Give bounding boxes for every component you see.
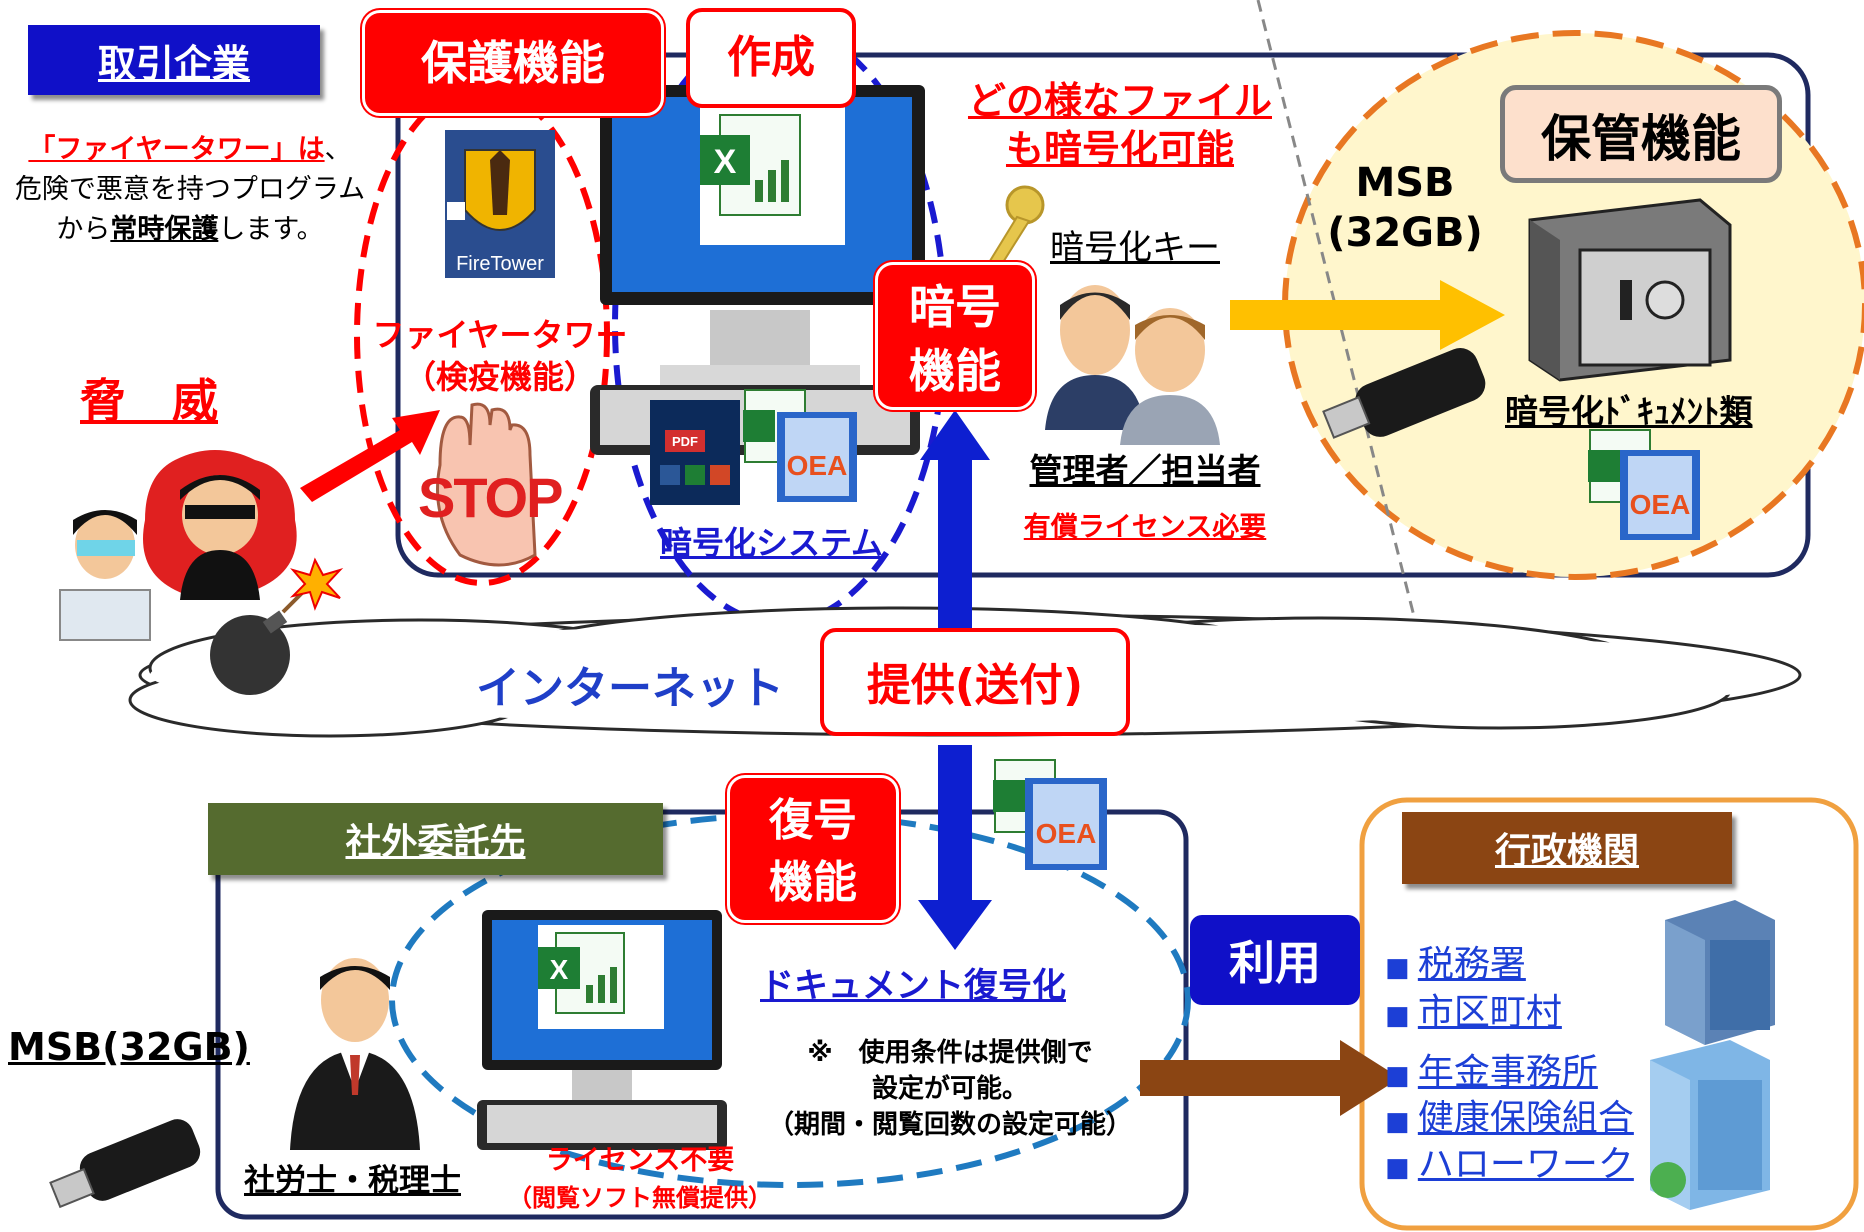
- government-text: 行政機関: [1494, 831, 1639, 872]
- safe-icon: [1528, 198, 1732, 382]
- government-item-label[interactable]: 健康保険組合: [1417, 1098, 1634, 1139]
- any-file-line1: どの様なファイル: [967, 79, 1272, 123]
- government-item-label[interactable]: ハローワーク: [1417, 1144, 1634, 1185]
- firetower-description: 「ファイヤータワー」は、 危険で悪意を持つプログラム から常時保護します。: [0, 130, 380, 250]
- building-icon: [1665, 900, 1775, 1045]
- use-text: 利用: [1229, 936, 1321, 990]
- no-license-line2: （閲覧ソフト無償提供）: [508, 1184, 772, 1212]
- firetower-desc-end: します。: [218, 214, 324, 245]
- encryption-func-line1: 暗号: [909, 280, 1001, 334]
- government-item[interactable]: ■ ハローワーク: [1385, 1144, 1634, 1185]
- key-icon: [983, 185, 1045, 277]
- outsource-text: 社外委託先: [345, 822, 526, 863]
- provide-double-arrow: [918, 410, 992, 950]
- government-label: 行政機関: [1402, 812, 1732, 884]
- svg-text:FireTower: FireTower: [456, 253, 544, 275]
- firetower-desc-line2: 危険で悪意を持つプログラム: [14, 174, 366, 205]
- people-icon: [1045, 285, 1220, 445]
- admin-label: 管理者／担当者: [1029, 451, 1261, 490]
- storage-arrow: [1230, 280, 1505, 350]
- excel-icon: X: [700, 105, 845, 245]
- note-line1: ※ 使用条件は提供側で: [807, 1038, 1093, 1068]
- encrypted-docs-label: 暗号化ﾄﾞｷｭﾒﾝﾄ類: [1505, 392, 1753, 431]
- internet-label: インターネット: [476, 663, 784, 714]
- create-label: 作成: [686, 8, 856, 108]
- government-item[interactable]: ■ 税務署: [1385, 944, 1526, 985]
- firetower-icon: FireTower: [445, 130, 555, 278]
- usb-icon: [49, 1119, 201, 1209]
- decrypt-function-label: 復号 機能: [727, 775, 899, 923]
- excel-icon: X: [538, 925, 664, 1029]
- outsource-label: 社外委託先: [208, 803, 663, 875]
- svg-text:OEA: OEA: [787, 450, 848, 481]
- svg-text:X: X: [714, 143, 737, 181]
- svg-text:PDF: PDF: [672, 434, 698, 449]
- partner-company-label: 取引企業: [28, 25, 320, 95]
- note-line3: （期間・閲覧回数の設定可能）: [767, 1110, 1132, 1140]
- svg-text:OEA: OEA: [1036, 818, 1097, 849]
- storage-label: 保管機能: [1500, 85, 1782, 183]
- protection-label: 保護機能: [362, 10, 664, 116]
- government-item[interactable]: ■ 健康保険組合: [1385, 1098, 1634, 1139]
- firetower-desc-always: 常時保護: [110, 214, 219, 245]
- stop-hand-icon: [436, 402, 537, 567]
- firetower-label-line2: （検疫機能）: [403, 358, 596, 396]
- building-icon: [1650, 1040, 1770, 1210]
- msb-top-line2: (32GB): [1327, 210, 1483, 256]
- bomb-icon: [210, 557, 344, 695]
- msb-bottom-label: MSB(32GB): [8, 1025, 250, 1069]
- oea-icon: OEA: [1588, 429, 1700, 540]
- decrypt-func-line1: 復号: [769, 795, 857, 846]
- stop-text: STOP: [418, 466, 563, 529]
- firetower-desc-line1: 「ファイヤータワー」は、: [0, 130, 380, 170]
- decrypt-func-line2: 機能: [769, 857, 857, 908]
- encryption-system-label: 暗号化システム: [660, 524, 884, 562]
- usb-icon: [1322, 348, 1486, 439]
- paid-license-label: 有償ライセンス必要: [1023, 512, 1267, 543]
- government-item[interactable]: ■ 市区町村: [1385, 992, 1562, 1033]
- firetower-desc-line3: から常時保護します。: [0, 210, 380, 250]
- firetower-desc-from: から: [56, 214, 111, 245]
- partner-company-text: 取引企業: [97, 41, 250, 86]
- threat-arrow: [300, 410, 440, 502]
- firetower-label-line1: ファイヤータワー: [372, 316, 628, 354]
- government-item-label[interactable]: 市区町村: [1417, 992, 1562, 1033]
- encryption-key-label: 暗号化キー: [1050, 228, 1220, 268]
- use-label: 利用: [1190, 915, 1360, 1005]
- provide-label: 提供(送付): [820, 628, 1130, 736]
- svg-text:X: X: [550, 954, 569, 985]
- oea-icon: OEA: [993, 759, 1107, 870]
- encryption-func-line2: 機能: [909, 344, 1001, 398]
- encryption-function-label: 暗号 機能: [875, 262, 1035, 410]
- usage-note: ※ 使用条件は提供側で 設定が可能。 （期間・閲覧回数の設定可能）: [740, 1035, 1160, 1143]
- firetower-desc-name: 「ファイヤータワー」は: [28, 134, 325, 165]
- oea-icon: OEA: [743, 389, 857, 502]
- any-file-line2: も暗号化可能: [1005, 127, 1234, 171]
- firetower-desc-comma: 、: [324, 134, 352, 165]
- government-item-label[interactable]: 年金事務所: [1417, 1052, 1598, 1093]
- government-item-label[interactable]: 税務署: [1417, 944, 1526, 985]
- hacker-icon: [59, 450, 297, 641]
- note-line2: 設定が可能。: [871, 1074, 1028, 1104]
- government-list: ■ 税務署 ■ 市区町村 ■ 年金事務所 ■ 健康保険組合 ■ ハローワーク: [1385, 935, 1675, 1185]
- businessman-icon: [290, 958, 420, 1150]
- use-arrow: [1140, 1040, 1400, 1116]
- msb-top-line1: MSB: [1355, 160, 1455, 206]
- pdf-icon: PDF: [650, 400, 740, 505]
- no-license-line1: ライセンス不要: [545, 1145, 735, 1176]
- threat-label: 脅 威: [80, 374, 218, 428]
- svg-text:OEA: OEA: [1630, 489, 1691, 520]
- consultant-label: 社労士・税理士: [244, 1163, 461, 1199]
- doc-decrypt-label: ドキュメント復号化: [760, 966, 1066, 1006]
- government-item[interactable]: ■ 年金事務所: [1385, 1052, 1598, 1093]
